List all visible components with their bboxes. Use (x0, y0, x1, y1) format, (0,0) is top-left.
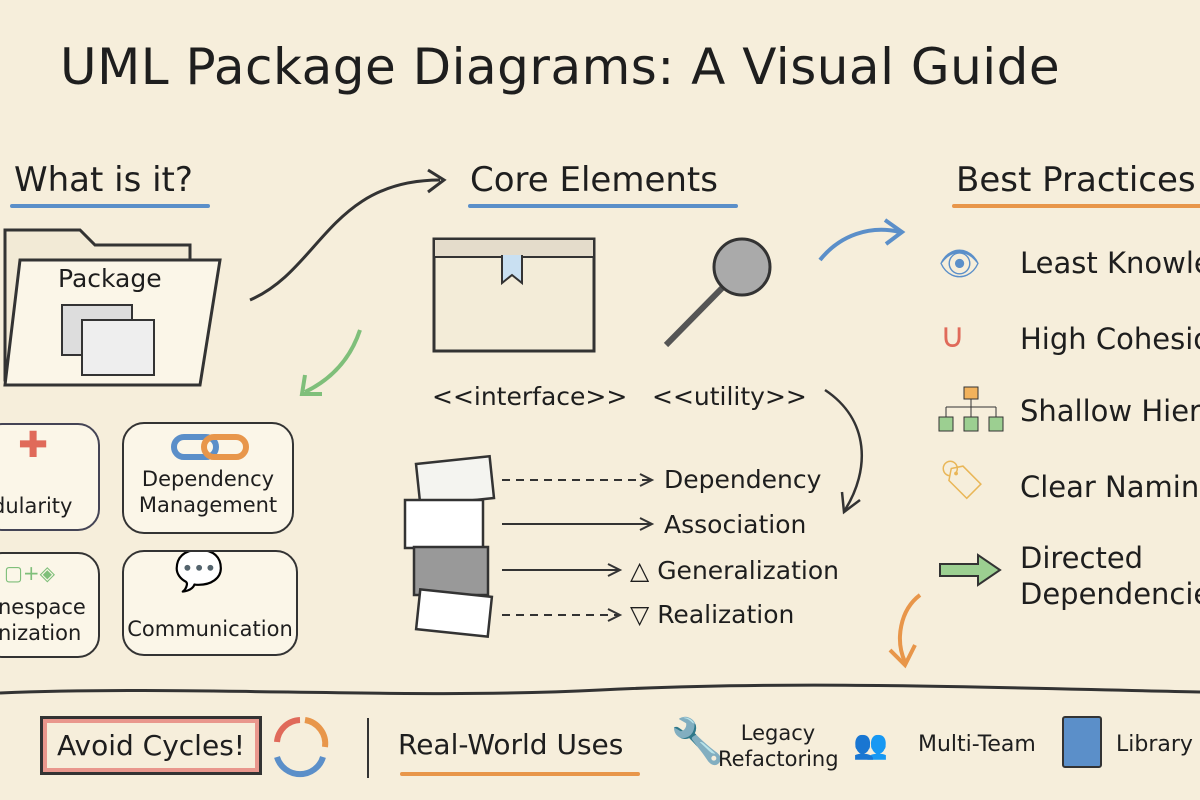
relation-label: Realization (657, 600, 795, 629)
magnet-icon: ∪ (940, 316, 965, 356)
relation-generalization: △ Generalization (630, 556, 839, 585)
page-title: UML Package Diagrams: A Visual Guide (60, 38, 1061, 96)
what-heading: What is it? (14, 160, 193, 200)
avoid-cycles-callout: Avoid Cycles! (40, 716, 263, 775)
team-icon: 👥 (853, 728, 888, 761)
practice-shallow-hierarchy: Shallow Hiera (1020, 394, 1200, 428)
triangle-down-icon: ▽ (630, 600, 650, 629)
best-heading: Best Practices (956, 160, 1196, 200)
package-stack-icon (403, 454, 496, 639)
practice-clear-naming: Clear Naming (1020, 470, 1200, 504)
practice-least-knowledge: Least Knowled (1020, 246, 1200, 280)
cycle-arrows-icon (274, 717, 329, 778)
relation-dependency: Dependency (664, 465, 822, 494)
package-folder-icon (3, 228, 222, 387)
relation-realization: ▽ Realization (630, 600, 794, 629)
puzzle-icon: ✚ (18, 425, 49, 466)
use-multi-team: Multi-Team (918, 732, 1036, 757)
card-label: dularity (0, 494, 73, 518)
card-namespace-organization: ▢+◈ nespace nization (0, 552, 100, 658)
card-label: Communication (127, 617, 293, 641)
utility-pin-icon (663, 237, 772, 348)
utility-label: <<utility>> (652, 382, 807, 411)
relation-association: Association (664, 510, 807, 539)
interface-box-icon (432, 237, 596, 353)
core-heading: Core Elements (470, 160, 718, 200)
hierarchy-icon (938, 386, 1004, 432)
tag-plus-icon: ▢+◈ (4, 561, 56, 585)
card-communication: 💬 Communication (122, 550, 298, 656)
book-icon (1062, 716, 1102, 768)
interface-label: <<interface>> (432, 382, 628, 411)
use-legacy-refactoring: Legacy Refactoring (718, 721, 839, 771)
use-library: Library I (1116, 732, 1200, 757)
triangle-up-icon: △ (630, 556, 650, 585)
chain-link-icon (171, 434, 249, 460)
card-label: nespace nization (0, 595, 86, 645)
eye-crossed-icon: 👁 (938, 244, 982, 284)
practice-directed-dependencies: Directed Dependencies (1020, 541, 1200, 611)
practice-high-cohesion: High Cohesion (1020, 322, 1200, 356)
package-label: Package (58, 264, 162, 293)
real-world-underline (400, 772, 640, 776)
card-label: Dependency Management (138, 467, 278, 517)
what-underline (10, 204, 210, 208)
card-dependency-management: Dependency Management (122, 422, 294, 534)
card-modularity: ✚ dularity (0, 423, 100, 531)
real-world-heading: Real-World Uses (398, 728, 624, 761)
relation-label: Generalization (657, 556, 839, 585)
core-underline (468, 204, 738, 208)
wrench-icon: 🔧 (670, 716, 725, 767)
arrow-right-icon (939, 553, 1002, 587)
relation-lines (502, 473, 655, 622)
best-underline (952, 204, 1200, 208)
tag-icon: 🏷 (938, 458, 987, 502)
